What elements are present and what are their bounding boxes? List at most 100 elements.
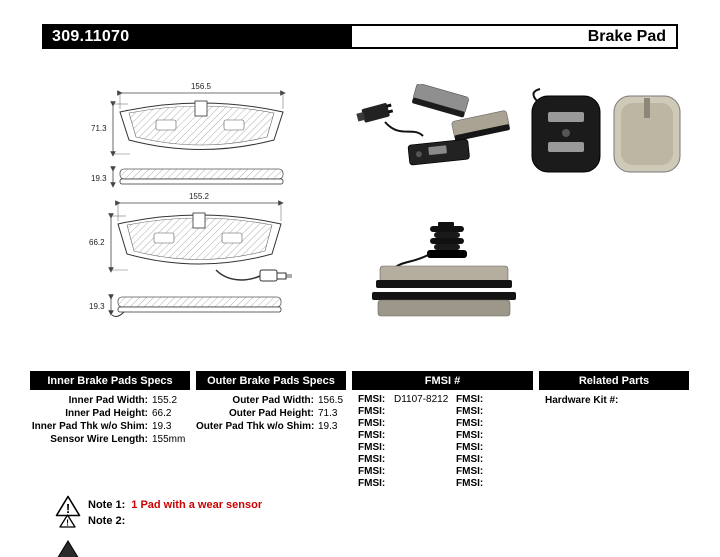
fmsi-label: FMSI:	[358, 406, 386, 417]
spec-row: Inner Pad Height: 66.2	[30, 407, 190, 420]
fmsi-label: FMSI:	[358, 478, 386, 489]
outer-thickness-dim-label: 19.3	[91, 174, 107, 183]
pad-photo-friction-view	[613, 95, 681, 173]
fmsi-value	[492, 394, 533, 406]
spec-row: Outer Pad Height: 71.3	[196, 407, 346, 420]
fmsi-value	[492, 478, 533, 490]
fmsi-label: FMSI:	[456, 394, 484, 405]
page-header: 309.11070 Brake Pad	[42, 24, 678, 49]
fmsi-label: FMSI:	[358, 466, 386, 477]
fmsi-value	[492, 466, 533, 478]
fmsi-row: FMSI: FMSI:	[352, 418, 533, 430]
fmsi-value	[492, 406, 533, 418]
related-parts-row: Hardware Kit #:	[545, 394, 689, 407]
inner-pad-front-drawing: 155.2 66.2	[89, 192, 292, 282]
spec-label: Inner Pad Thk w/o Shim:	[31, 421, 148, 432]
svg-text:!: !	[66, 518, 69, 528]
note-2: Note 2:	[88, 515, 131, 527]
fmsi-label: FMSI:	[358, 454, 386, 465]
inner-specs-table: Inner Pad Width: 155.2 Inner Pad Height:…	[30, 394, 190, 446]
spec-row: Inner Pad Width: 155.2	[30, 394, 190, 407]
note-1-text: 1 Pad with a wear sensor	[131, 499, 263, 511]
fmsi-value	[492, 418, 533, 430]
outer-height-dim-label: 71.3	[91, 124, 107, 133]
spec-row: Sensor Wire Length: 155mm	[30, 433, 190, 446]
product-photo-pad-set-angled	[356, 84, 510, 166]
spec-row: Inner Pad Thk w/o Shim: 19.3	[30, 420, 190, 433]
fmsi-row: FMSI: FMSI:	[352, 442, 533, 454]
fmsi-label: FMSI:	[456, 478, 484, 489]
pad-photo-top	[412, 84, 469, 118]
fmsi-value	[492, 442, 533, 454]
fmsi-value	[394, 442, 456, 454]
fmsi-row: FMSI: FMSI:	[352, 478, 533, 490]
spec-row: Outer Pad Thk w/o Shim: 19.3	[196, 420, 346, 433]
fmsi-label: FMSI:	[358, 442, 386, 453]
related-parts-label: Hardware Kit #:	[545, 395, 619, 406]
fmsi-label: FMSI:	[456, 430, 484, 441]
pad-side-top	[376, 265, 512, 288]
part-number: 309.11070	[42, 24, 352, 49]
fmsi-row: FMSI: FMSI:	[352, 430, 533, 442]
fmsi-label: FMSI:	[456, 466, 484, 477]
spec-label: Outer Pad Height:	[228, 408, 314, 419]
fmsi-label: FMSI:	[358, 430, 386, 441]
fmsi-row: FMSI: FMSI:	[352, 406, 533, 418]
product-photo-pad-pair	[531, 88, 681, 173]
outer-specs-header: Outer Brake Pads Specs	[196, 371, 346, 390]
fmsi-row: FMSI: FMSI:	[352, 454, 533, 466]
sensor-connector-photo	[356, 103, 394, 123]
pad-side-bottom	[372, 292, 516, 317]
fmsi-value	[394, 418, 456, 430]
outer-specs-table: Outer Pad Width: 156.5 Outer Pad Height:…	[196, 394, 346, 433]
sensor-boot	[427, 222, 467, 258]
warning-triangle-icon-small: !	[59, 514, 76, 528]
fmsi-header: FMSI #	[352, 371, 533, 390]
spec-label: Inner Pad Width:	[68, 395, 148, 406]
fmsi-row: FMSI: FMSI:	[352, 466, 533, 478]
pad-photo-right	[451, 110, 510, 142]
outer-pad-front-drawing: 156.5 71.3	[91, 82, 286, 157]
note-1: Note 1: 1 Pad with a wear sensor	[88, 499, 262, 511]
related-parts-header: Related Parts	[539, 371, 689, 390]
spec-label: Inner Pad Height:	[65, 408, 148, 419]
spec-value: 155.2	[152, 395, 178, 406]
spec-value: 156.5	[318, 395, 344, 406]
outer-width-dim-label: 156.5	[191, 82, 212, 91]
fmsi-label: FMSI:	[456, 442, 484, 453]
spec-row: Outer Pad Width: 156.5	[196, 394, 346, 407]
pad-photo-bottom	[407, 138, 470, 166]
fmsi-value	[492, 454, 533, 466]
pad-photo-backing-view	[531, 95, 601, 173]
warning-triangle-icon-clipped	[57, 540, 79, 557]
fmsi-value	[394, 430, 456, 442]
inner-height-dim-label: 66.2	[89, 238, 105, 247]
spec-label: Outer Pad Thk w/o Shim:	[196, 421, 315, 432]
fmsi-value	[394, 478, 456, 490]
spec-label: Outer Pad Width:	[232, 395, 314, 406]
product-photo-pad-side-view	[372, 222, 516, 317]
fmsi-row: FMSI: D1107-8212 FMSI:	[352, 394, 533, 406]
fmsi-label: FMSI:	[456, 418, 484, 429]
svg-text:!: !	[66, 501, 70, 516]
spec-label: Sensor Wire Length:	[50, 434, 148, 445]
inner-specs-header: Inner Brake Pads Specs	[30, 371, 190, 390]
fmsi-label: FMSI:	[456, 406, 484, 417]
inner-pad-profile-drawing: 19.3	[89, 294, 282, 317]
note-2-label: Note 2:	[88, 515, 126, 527]
fmsi-label: FMSI:	[358, 394, 386, 405]
spec-value: 19.3	[318, 421, 338, 432]
inner-width-dim-label: 155.2	[189, 192, 210, 201]
product-name: Brake Pad	[352, 24, 678, 49]
fmsi-table: FMSI: D1107-8212 FMSI: FMSI: FMSI: FMSI:…	[352, 394, 533, 490]
related-parts-table: Hardware Kit #:	[545, 394, 689, 407]
spec-value: 155mm	[152, 434, 186, 445]
spec-value: 71.3	[318, 408, 338, 419]
fmsi-value	[394, 406, 456, 418]
fmsi-value	[394, 454, 456, 466]
spec-value: 19.3	[152, 421, 172, 432]
note-1-label: Note 1:	[88, 499, 126, 511]
wear-sensor-connector	[215, 269, 292, 282]
fmsi-value	[492, 430, 533, 442]
